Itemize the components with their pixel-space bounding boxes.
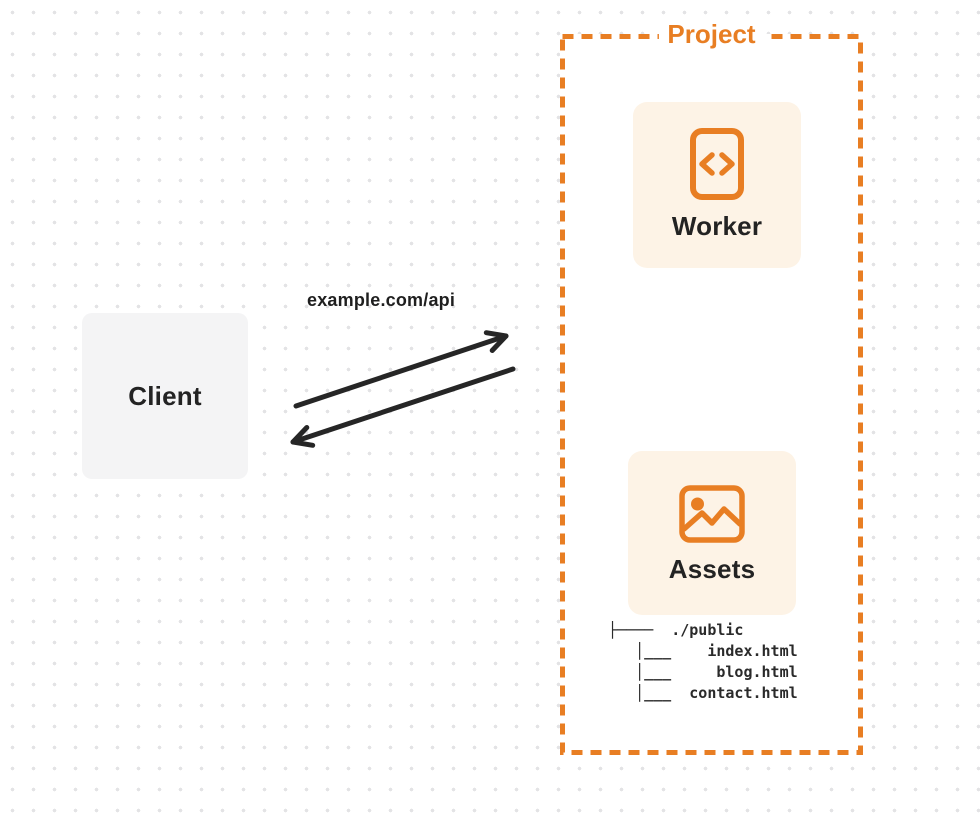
project-boundary: Project Worker Assets ├──── ./public │__…	[560, 19, 863, 755]
client-node: Client	[82, 313, 248, 479]
tree-line-public-dir: ├──── ./public	[608, 621, 744, 639]
tree-line-blog-html: │___ blog.html	[608, 663, 798, 681]
assets-label: Assets	[668, 554, 756, 584]
assets-node: Assets	[628, 451, 796, 615]
response-arrowhead-icon	[290, 425, 316, 448]
request-url-label: example.com/api	[307, 290, 456, 310]
tree-line-contact-html: │___ contact.html	[608, 684, 798, 702]
worker-label: Worker	[671, 211, 763, 241]
code-file-icon	[690, 128, 744, 200]
request-arrow-line	[293, 333, 509, 409]
worker-node: Worker	[633, 102, 801, 268]
project-label: Project	[658, 19, 765, 49]
response-arrow-line	[290, 366, 516, 445]
project-dashed-border	[560, 34, 863, 755]
assets-file-tree: ├──── ./public │___ index.html │___ blog…	[608, 620, 798, 704]
client-label: Client	[128, 380, 202, 411]
tree-line-index-html: │___ index.html	[608, 642, 798, 660]
image-icon	[679, 485, 745, 543]
request-arrowhead-icon	[483, 330, 509, 353]
